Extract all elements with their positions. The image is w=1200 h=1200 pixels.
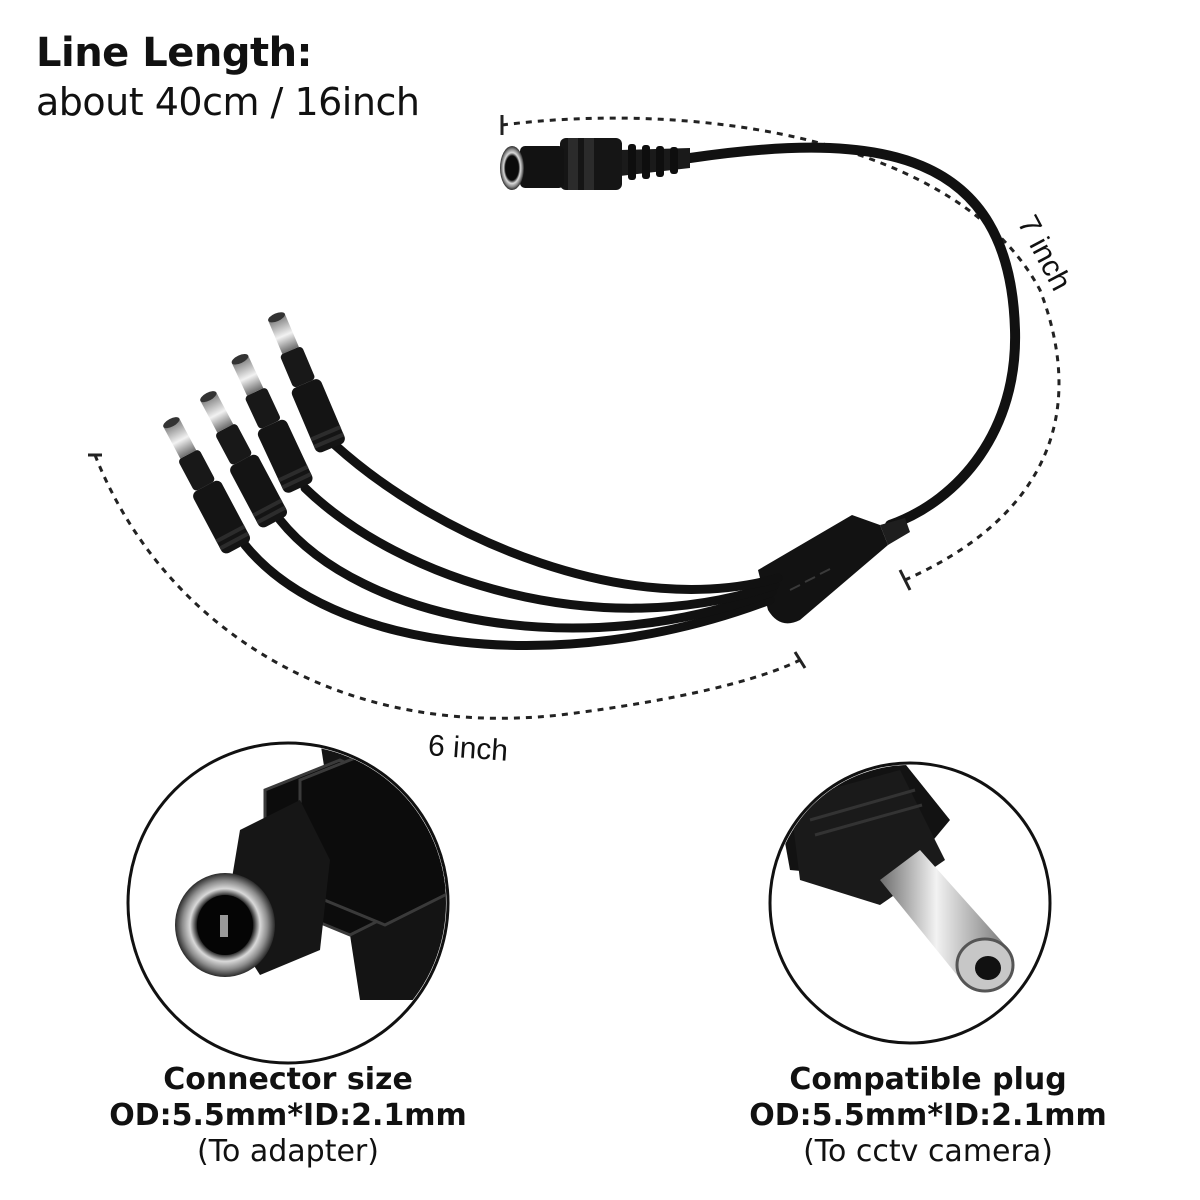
splitter-body [758, 515, 910, 624]
male-plug-4 [268, 312, 345, 453]
caption-title: Compatible plug [789, 1062, 1067, 1097]
dimension-tick-upper [500, 115, 912, 591]
dimension-line-upper [501, 116, 1061, 582]
caption-spec: OD:5.5mm*ID:2.1mm [749, 1098, 1107, 1133]
caption-spec: OD:5.5mm*ID:2.1mm [109, 1098, 467, 1133]
caption-note: (To cctv camera) [803, 1134, 1053, 1169]
detail-circle-male [768, 761, 1052, 1045]
dimension-label-lower: 6 inch [426, 729, 510, 768]
caption-title: Connector size [163, 1062, 413, 1097]
line-length-title: Line Length: [36, 30, 313, 76]
dimension-line-lower [93, 454, 801, 720]
male-dc-plugs [163, 312, 345, 554]
connector-size-caption: Connector size OD:5.5mm*ID:2.1mm (To ada… [58, 1062, 518, 1170]
line-length-value: about 40cm / 16inch [36, 80, 420, 124]
male-plug-2 [200, 391, 288, 528]
main-cable [685, 142, 1021, 530]
detail-circle-female [126, 741, 450, 1065]
branch-cables [240, 440, 783, 650]
dimension-tick-lower [88, 453, 807, 669]
male-plug-3 [231, 354, 313, 493]
caption-note: (To adapter) [197, 1134, 379, 1169]
compatible-plug-caption: Compatible plug OD:5.5mm*ID:2.1mm (To cc… [698, 1062, 1158, 1170]
male-plug-1 [163, 417, 251, 554]
female-dc-jack [500, 138, 690, 190]
